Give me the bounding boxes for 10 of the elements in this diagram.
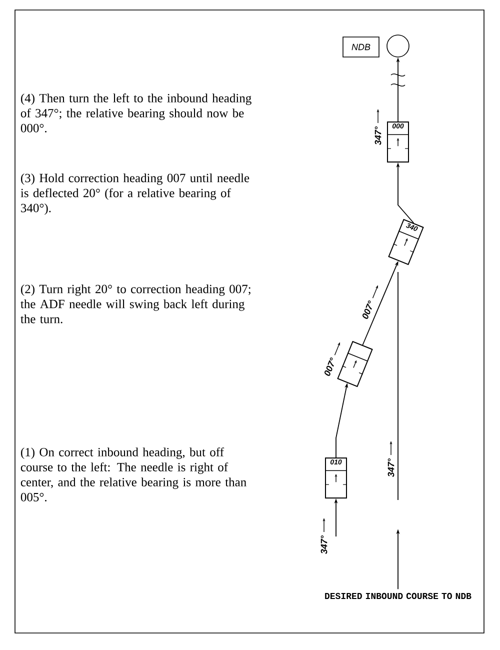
instruction-text: (2) Turn right 20° to correction heading 007; the ADF needle will swing back left during the turn.	[20, 284, 250, 324]
instruction-text: (4) Then turn the left to the inbound heading of 347°; the relative bearing should now be 000°.	[20, 93, 252, 132]
heading-label: 347°	[388, 458, 394, 477]
heading-label: 007°	[362, 300, 372, 319]
instruction-text: (1) On correct inbound heading, but off course to the left: The needle is right of center, and the relative bearing is more than 005°.	[20, 447, 246, 502]
course-caption: DESIRED INBOUND COURSE TO NDB	[325, 592, 472, 600]
heading-label: 347°	[320, 535, 328, 554]
instruction-text: (3) Hold correction heading 007 until needle is deflected 20° (for a relative bearing of 340°).	[20, 173, 250, 215]
ndb-circle	[386, 34, 410, 58]
station-label: NDB	[342, 36, 380, 58]
